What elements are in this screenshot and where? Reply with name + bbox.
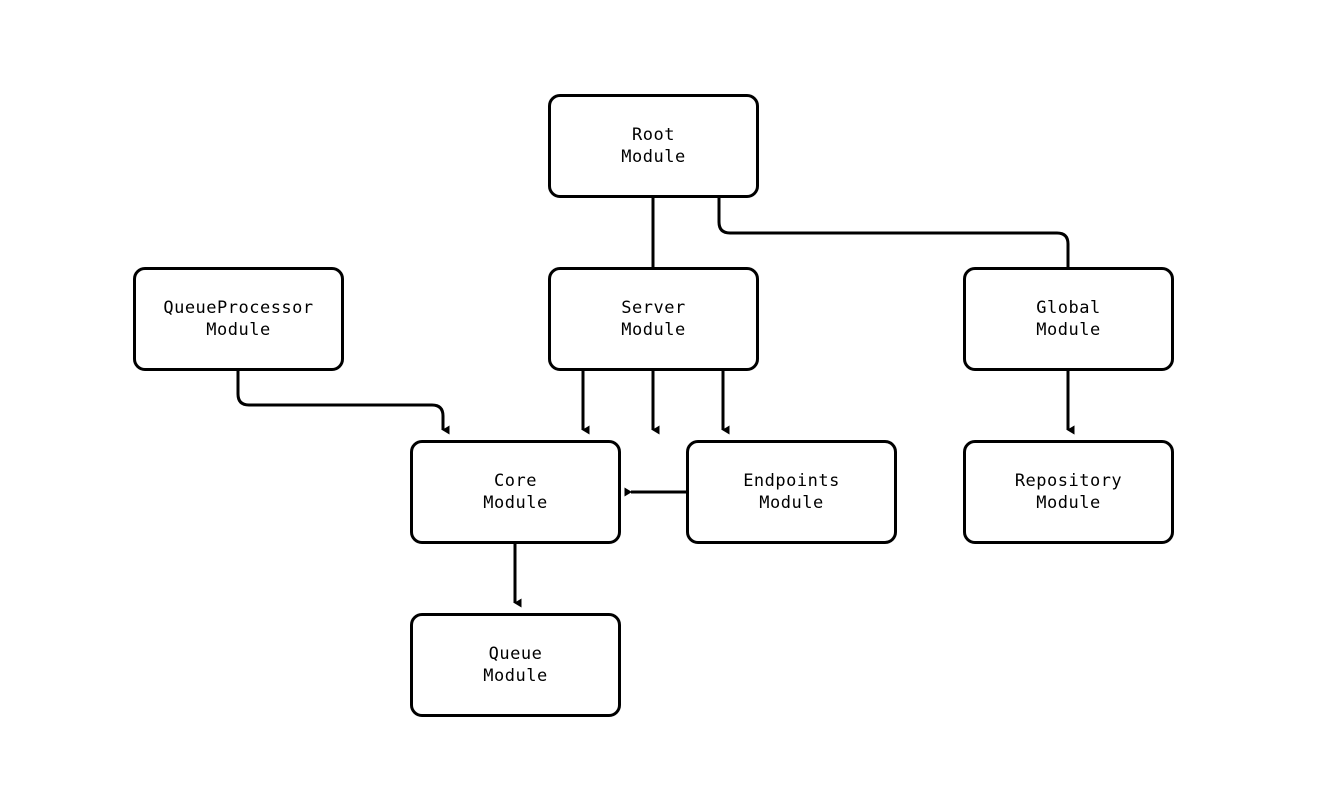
node-label-line2: Module (1036, 320, 1101, 340)
edge-root-to-global (717, 198, 1075, 435)
node-label-line1: Queue (488, 644, 543, 664)
node-label-line2: Module (483, 493, 548, 513)
edge-queueprocessor-to-core (236, 371, 450, 435)
node-label-line2: Module (483, 666, 548, 686)
node-label-line1: Repository (1014, 471, 1123, 491)
node-label-line2: Module (621, 147, 686, 167)
node-label-line1: Core (494, 471, 537, 491)
node-label-line2: Module (206, 320, 271, 340)
node-queue-module[interactable]: Queue Module (410, 613, 621, 717)
node-label-line1: QueueProcessor (163, 298, 314, 318)
node-repository-module[interactable]: Repository Module (963, 440, 1174, 544)
node-root-module[interactable]: Root Module (548, 94, 759, 198)
node-server-module[interactable]: Server Module (548, 267, 759, 371)
node-label-line1: Endpoints (743, 471, 840, 491)
node-core-module[interactable]: Core Module (410, 440, 621, 544)
node-endpoints-module[interactable]: Endpoints Module (686, 440, 897, 544)
node-label-line1: Root (632, 125, 675, 145)
node-label-line2: Module (759, 493, 824, 513)
node-queueprocessor-module[interactable]: QueueProcessor Module (133, 267, 344, 371)
node-label-line1: Server (621, 298, 686, 318)
node-label-line2: Module (621, 320, 686, 340)
node-global-module[interactable]: Global Module (963, 267, 1174, 371)
node-label-line1: Global (1036, 298, 1101, 318)
node-label-line2: Module (1036, 493, 1101, 513)
